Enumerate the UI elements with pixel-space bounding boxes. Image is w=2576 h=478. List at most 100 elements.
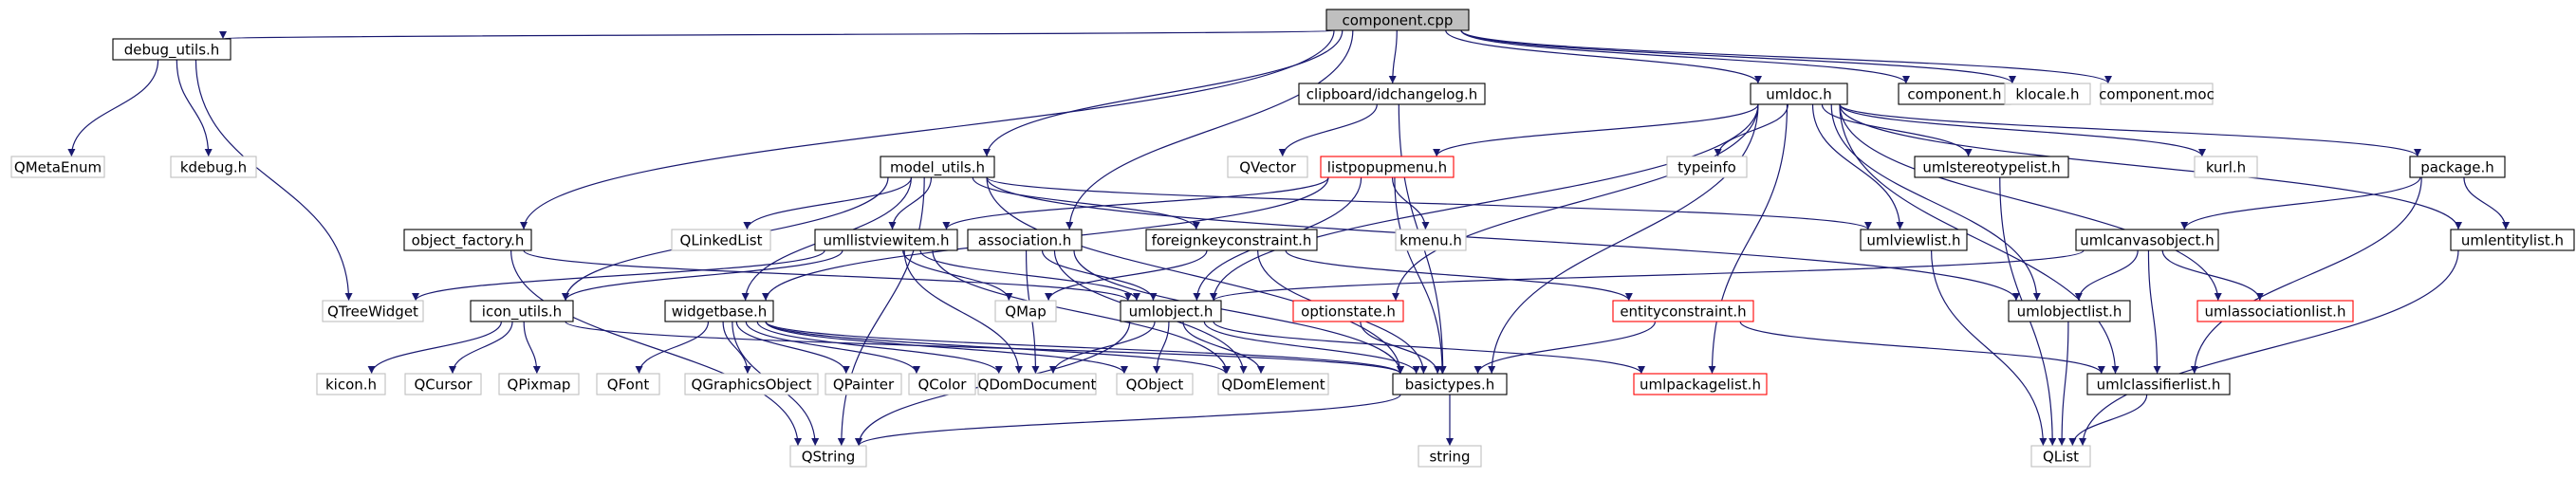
- node-package-h[interactable]: package.h: [2409, 156, 2506, 178]
- node-klocale-h[interactable]: klocale.h: [2004, 83, 2091, 105]
- edge-widgetbase-h-to-QColor: [745, 321, 920, 375]
- node-QMap[interactable]: QMap: [994, 300, 1057, 322]
- node-listpopupmenu-h[interactable]: listpopupmenu.h: [1320, 156, 1455, 178]
- edge-optionstate-h-to-basictypes-h: [1360, 321, 1442, 375]
- node-kurl-h[interactable]: kurl.h: [2194, 156, 2258, 178]
- node-box: [1116, 373, 1194, 395]
- node-umlclassifierlist-h[interactable]: umlclassifierlist.h: [2086, 373, 2231, 395]
- node-label: QMetaEnum: [14, 159, 102, 176]
- node-label: QGraphicsObject: [692, 377, 812, 394]
- node-widgetbase-h[interactable]: widgetbase.h: [664, 300, 774, 322]
- node-label: component.cpp: [1343, 12, 1454, 29]
- node-label: foreignkeyconstraint.h: [1152, 232, 1312, 249]
- node-box: [596, 373, 660, 395]
- node-box: [2194, 156, 2258, 178]
- node-label: QMap: [1005, 303, 1046, 321]
- edge-umldoc-h-to-listpopupmenu-h: [1433, 103, 1759, 157]
- node-umlpackagelist-h[interactable]: umlpackagelist.h: [1633, 373, 1768, 395]
- node-foreignkeyconstraint-h[interactable]: foreignkeyconstraint.h: [1145, 229, 1318, 251]
- node-component-h[interactable]: component.h: [1898, 83, 2011, 105]
- node-label: umlpackagelist.h: [1640, 377, 1761, 394]
- node-box: [1860, 229, 1968, 251]
- node-QVector[interactable]: QVector: [1227, 156, 1308, 178]
- node-model-utils-h[interactable]: model_utils.h: [880, 156, 995, 178]
- edge-widgetbase-h-to-basictypes-h: [765, 321, 1404, 375]
- node-icon-utils-h[interactable]: icon_utils.h: [470, 300, 574, 322]
- node-label: typeinfo: [1677, 159, 1736, 176]
- edge-model-utils-h-to-umlviewlist-h: [986, 176, 1872, 230]
- node-QMetaEnum[interactable]: QMetaEnum: [10, 156, 105, 178]
- node-string[interactable]: string: [1418, 445, 1482, 468]
- edge-listpopupmenu-h-to-basictypes-h: [1394, 176, 1447, 375]
- node-QTreeWidget[interactable]: QTreeWidget: [322, 300, 424, 322]
- edge-icon-utils-h-to-QPixmap: [523, 321, 541, 375]
- node-QGraphicsObject[interactable]: QGraphicsObject: [684, 373, 819, 395]
- node-component-moc[interactable]: component.moc: [2099, 83, 2215, 105]
- node-box: [10, 156, 105, 178]
- node-QDomDocument[interactable]: QDomDocument: [977, 373, 1097, 395]
- edge-umldoc-h-to-package-h: [1839, 103, 2421, 157]
- edge-umlobjectlist-h-to-QList: [2058, 321, 2069, 447]
- node-label: widgetbase.h: [672, 303, 768, 321]
- node-umlviewlist-h[interactable]: umlviewlist.h: [1860, 229, 1968, 251]
- edge-umllistviewitem-h-to-QDomElement: [932, 249, 1232, 375]
- node-QString[interactable]: QString: [789, 445, 867, 468]
- edge-debug-utils-h-to-QMetaEnum: [67, 59, 159, 157]
- node-QLinkedList[interactable]: QLinkedList: [671, 229, 771, 251]
- node-label: kmenu.h: [1399, 232, 1462, 249]
- node-kdebug-h[interactable]: kdebug.h: [170, 156, 257, 178]
- node-QPainter[interactable]: QPainter: [825, 373, 902, 395]
- node-umllistviewitem-h[interactable]: umllistviewitem.h: [814, 229, 958, 251]
- node-component-cpp[interactable]: component.cpp: [1325, 9, 1470, 31]
- node-QDomElement[interactable]: QDomElement: [1217, 373, 1329, 395]
- edge-package-h-to-umlcanvasobject-h: [2180, 176, 2421, 230]
- node-box: [1120, 300, 1222, 322]
- node-QObject[interactable]: QObject: [1116, 373, 1194, 395]
- node-QPixmap[interactable]: QPixmap: [498, 373, 580, 395]
- node-umlobject-h[interactable]: umlobject.h: [1120, 300, 1222, 322]
- edge-umllistviewitem-h-to-QTreeWidget: [412, 249, 825, 302]
- edge-component-cpp-to-clipboard-idchangelog-h: [1388, 29, 1398, 84]
- node-box: [112, 38, 232, 61]
- node-label: umlstereotypelist.h: [1922, 159, 2060, 176]
- node-kicon-h[interactable]: kicon.h: [316, 373, 386, 395]
- nodes-layer: component.cpp debug_utils.h clipboard/idch…: [10, 9, 2575, 468]
- node-QList[interactable]: QList: [2030, 445, 2091, 468]
- node-kmenu-h[interactable]: kmenu.h: [1395, 229, 1467, 251]
- node-clipboard-idchangelog-h[interactable]: clipboard/idchangelog.h: [1298, 83, 1486, 105]
- node-umldoc-h[interactable]: umldoc.h: [1750, 83, 1848, 105]
- node-debug-utils-h[interactable]: debug_utils.h: [112, 38, 232, 61]
- node-basictypes-h[interactable]: basictypes.h: [1392, 373, 1508, 395]
- node-label: umlentitylist.h: [2461, 232, 2564, 249]
- node-box: [994, 300, 1057, 322]
- node-QColor[interactable]: QColor: [908, 373, 976, 395]
- node-entityconstraint-h[interactable]: entityconstraint.h: [1612, 300, 1754, 322]
- edge-umldoc-h-to-umlobjectlist-h: [1830, 103, 2041, 302]
- node-box: [2450, 229, 2575, 251]
- edge-umlobject-h-to-QDomElement: [1182, 321, 1266, 375]
- node-umlcanvasobject-h[interactable]: umlcanvasobject.h: [2075, 229, 2219, 251]
- node-typeinfo[interactable]: typeinfo: [1666, 156, 1748, 178]
- node-umlstereotypelist-h[interactable]: umlstereotypelist.h: [1914, 156, 2069, 178]
- node-box: [2196, 300, 2354, 322]
- node-object-factory-h[interactable]: object_factory.h: [403, 229, 532, 251]
- node-association-h[interactable]: association.h: [967, 229, 1083, 251]
- node-box: [1914, 156, 2069, 178]
- node-umlassociationlist-h[interactable]: umlassociationlist.h: [2196, 300, 2354, 322]
- node-QFont[interactable]: QFont: [596, 373, 660, 395]
- node-umlobjectlist-h[interactable]: umlobjectlist.h: [2008, 300, 2131, 322]
- node-QCursor[interactable]: QCursor: [404, 373, 482, 395]
- node-box: [1145, 229, 1318, 251]
- node-umlentitylist-h[interactable]: umlentitylist.h: [2450, 229, 2575, 251]
- edge-association-h-to-umlobject-h: [1041, 249, 1158, 302]
- edge-icon-utils-h-to-basictypes-h: [565, 321, 1404, 375]
- node-box: [1298, 83, 1486, 105]
- edge-object-factory-h-to-QString: [510, 249, 802, 447]
- edge-package-h-to-umlclassifierlist-h: [2190, 176, 2422, 375]
- node-label: listpopupmenu.h: [1327, 159, 1447, 176]
- node-box: [880, 156, 995, 178]
- node-box: [671, 229, 771, 251]
- node-label: umlobjectlist.h: [2017, 303, 2122, 321]
- node-box: [2075, 229, 2219, 251]
- node-optionstate-h[interactable]: optionstate.h: [1292, 300, 1404, 322]
